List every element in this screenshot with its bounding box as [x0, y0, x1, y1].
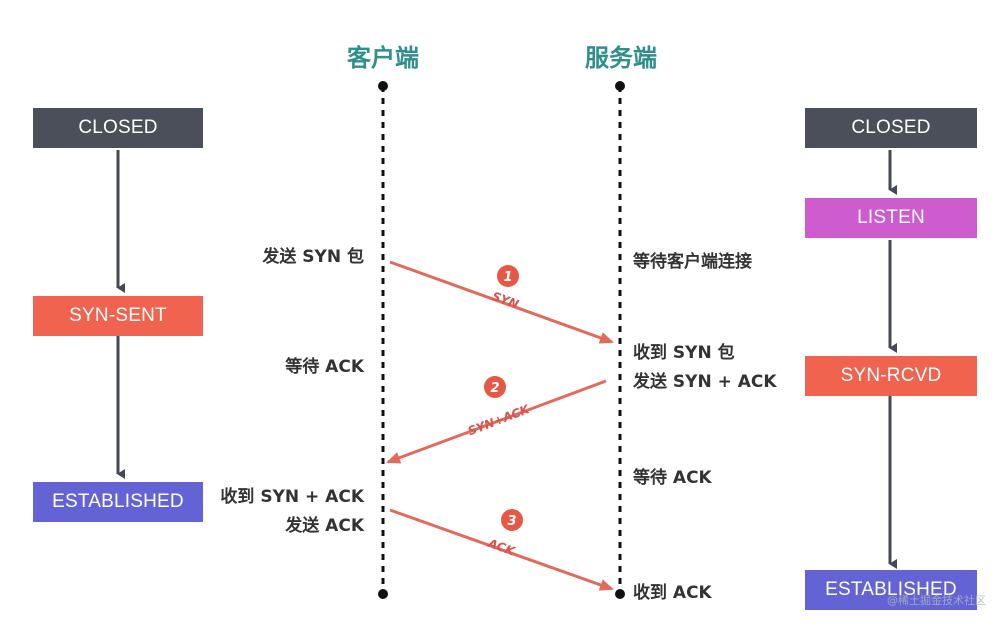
server-state-listen: LISTEN — [805, 198, 977, 238]
syn-arrow-label: SYN — [490, 289, 521, 312]
step-3-number: 3 — [507, 514, 516, 529]
syn-ack-arrow-label: SYN+ACK — [466, 402, 533, 439]
server-state-closed: CLOSED — [805, 108, 977, 148]
syn-arrow — [389, 260, 614, 344]
syn-ack-arrow — [386, 379, 607, 464]
step-1-badge — [497, 265, 519, 287]
client-state-established: ESTABLISHED — [33, 482, 203, 522]
client-label-send-ack: 发送 ACK — [285, 516, 364, 536]
server-state-syn-rcvd: SYN-RCVD — [805, 356, 977, 396]
server-title: 服务端 — [585, 44, 657, 72]
client-lifeline-top-dot — [378, 81, 388, 91]
client-state-syn-sent: SYN-SENT — [33, 296, 203, 336]
server-state-established: ESTABLISHED — [805, 570, 977, 610]
server-lifeline-top-dot — [615, 81, 625, 91]
step-2-number: 2 — [490, 381, 499, 396]
step-3-badge — [501, 509, 523, 531]
client-title: 客户端 — [347, 44, 419, 72]
ack-arrow-label: ACK — [485, 536, 518, 559]
client-label-wait-ack: 等待 ACK — [285, 357, 364, 377]
server-lifeline-bottom-dot — [615, 589, 625, 599]
watermark: @稀土掘金技术社区 — [887, 594, 986, 607]
step-1-number: 1 — [503, 270, 512, 285]
server-label-recv-syn: 收到 SYN 包 — [633, 343, 735, 363]
server-label-send-syn-ack: 发送 SYN + ACK — [633, 372, 777, 392]
client-lifeline-bottom-dot — [378, 589, 388, 599]
client-label-recv-syn-ack: 收到 SYN + ACK — [220, 487, 364, 507]
client-label-send-syn: 发送 SYN 包 — [262, 247, 364, 267]
ack-arrow — [389, 508, 614, 591]
server-label-wait-ack: 等待 ACK — [633, 468, 712, 488]
step-2-badge — [484, 376, 506, 398]
server-label-wait-connect: 等待客户端连接 — [633, 252, 752, 272]
server-label-recv-ack: 收到 ACK — [633, 583, 712, 603]
client-state-closed: CLOSED — [33, 108, 203, 148]
